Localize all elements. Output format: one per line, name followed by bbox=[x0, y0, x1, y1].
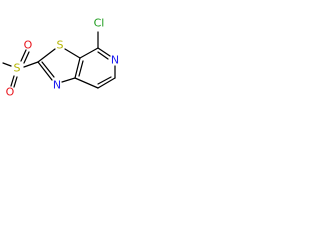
atom-n-pyridine: N bbox=[111, 54, 119, 67]
bond-s-o-lower-b bbox=[13, 76, 18, 88]
atom-s-sulfonyl: S bbox=[14, 62, 21, 75]
bond-c7a-c3a-b bbox=[78, 60, 84, 77]
bond-sring-c7a bbox=[64, 48, 81, 59]
bond-c7a-c3a-a bbox=[74, 57, 81, 79]
bond-c6-c7-a bbox=[97, 77, 116, 89]
molecule-structure: O S O S N N Cl bbox=[2, 17, 119, 99]
bond-c4-n5-b bbox=[97, 51, 109, 60]
atom-o-upper: O bbox=[24, 39, 33, 52]
bond-c6-c7-b bbox=[97, 76, 112, 85]
bond-methyl-s bbox=[2, 62, 12, 67]
bond-s-o-upper-b bbox=[23, 51, 30, 64]
bond-s-o-lower-a bbox=[10, 75, 15, 87]
bond-c2-n3-a bbox=[37, 61, 53, 81]
atom-o-lower: O bbox=[6, 86, 15, 99]
bond-c7a-c4 bbox=[79, 47, 99, 59]
bond-c7-c3a bbox=[74, 77, 99, 89]
bond-c2-n3-b bbox=[41, 61, 55, 78]
atom-s-ring: S bbox=[57, 39, 64, 52]
atom-label-layer: O S O S N N Cl bbox=[6, 17, 119, 99]
bond-c2-sring bbox=[37, 48, 56, 63]
bond-s-c2 bbox=[23, 61, 39, 68]
bond-layer bbox=[2, 31, 116, 89]
bond-c4-n5-a bbox=[97, 47, 111, 57]
bond-n3-c3a bbox=[61, 77, 76, 83]
bond-s-o-upper-a bbox=[20, 49, 27, 62]
atom-chlorine: Cl bbox=[94, 17, 105, 30]
atom-n-imine: N bbox=[53, 79, 61, 92]
